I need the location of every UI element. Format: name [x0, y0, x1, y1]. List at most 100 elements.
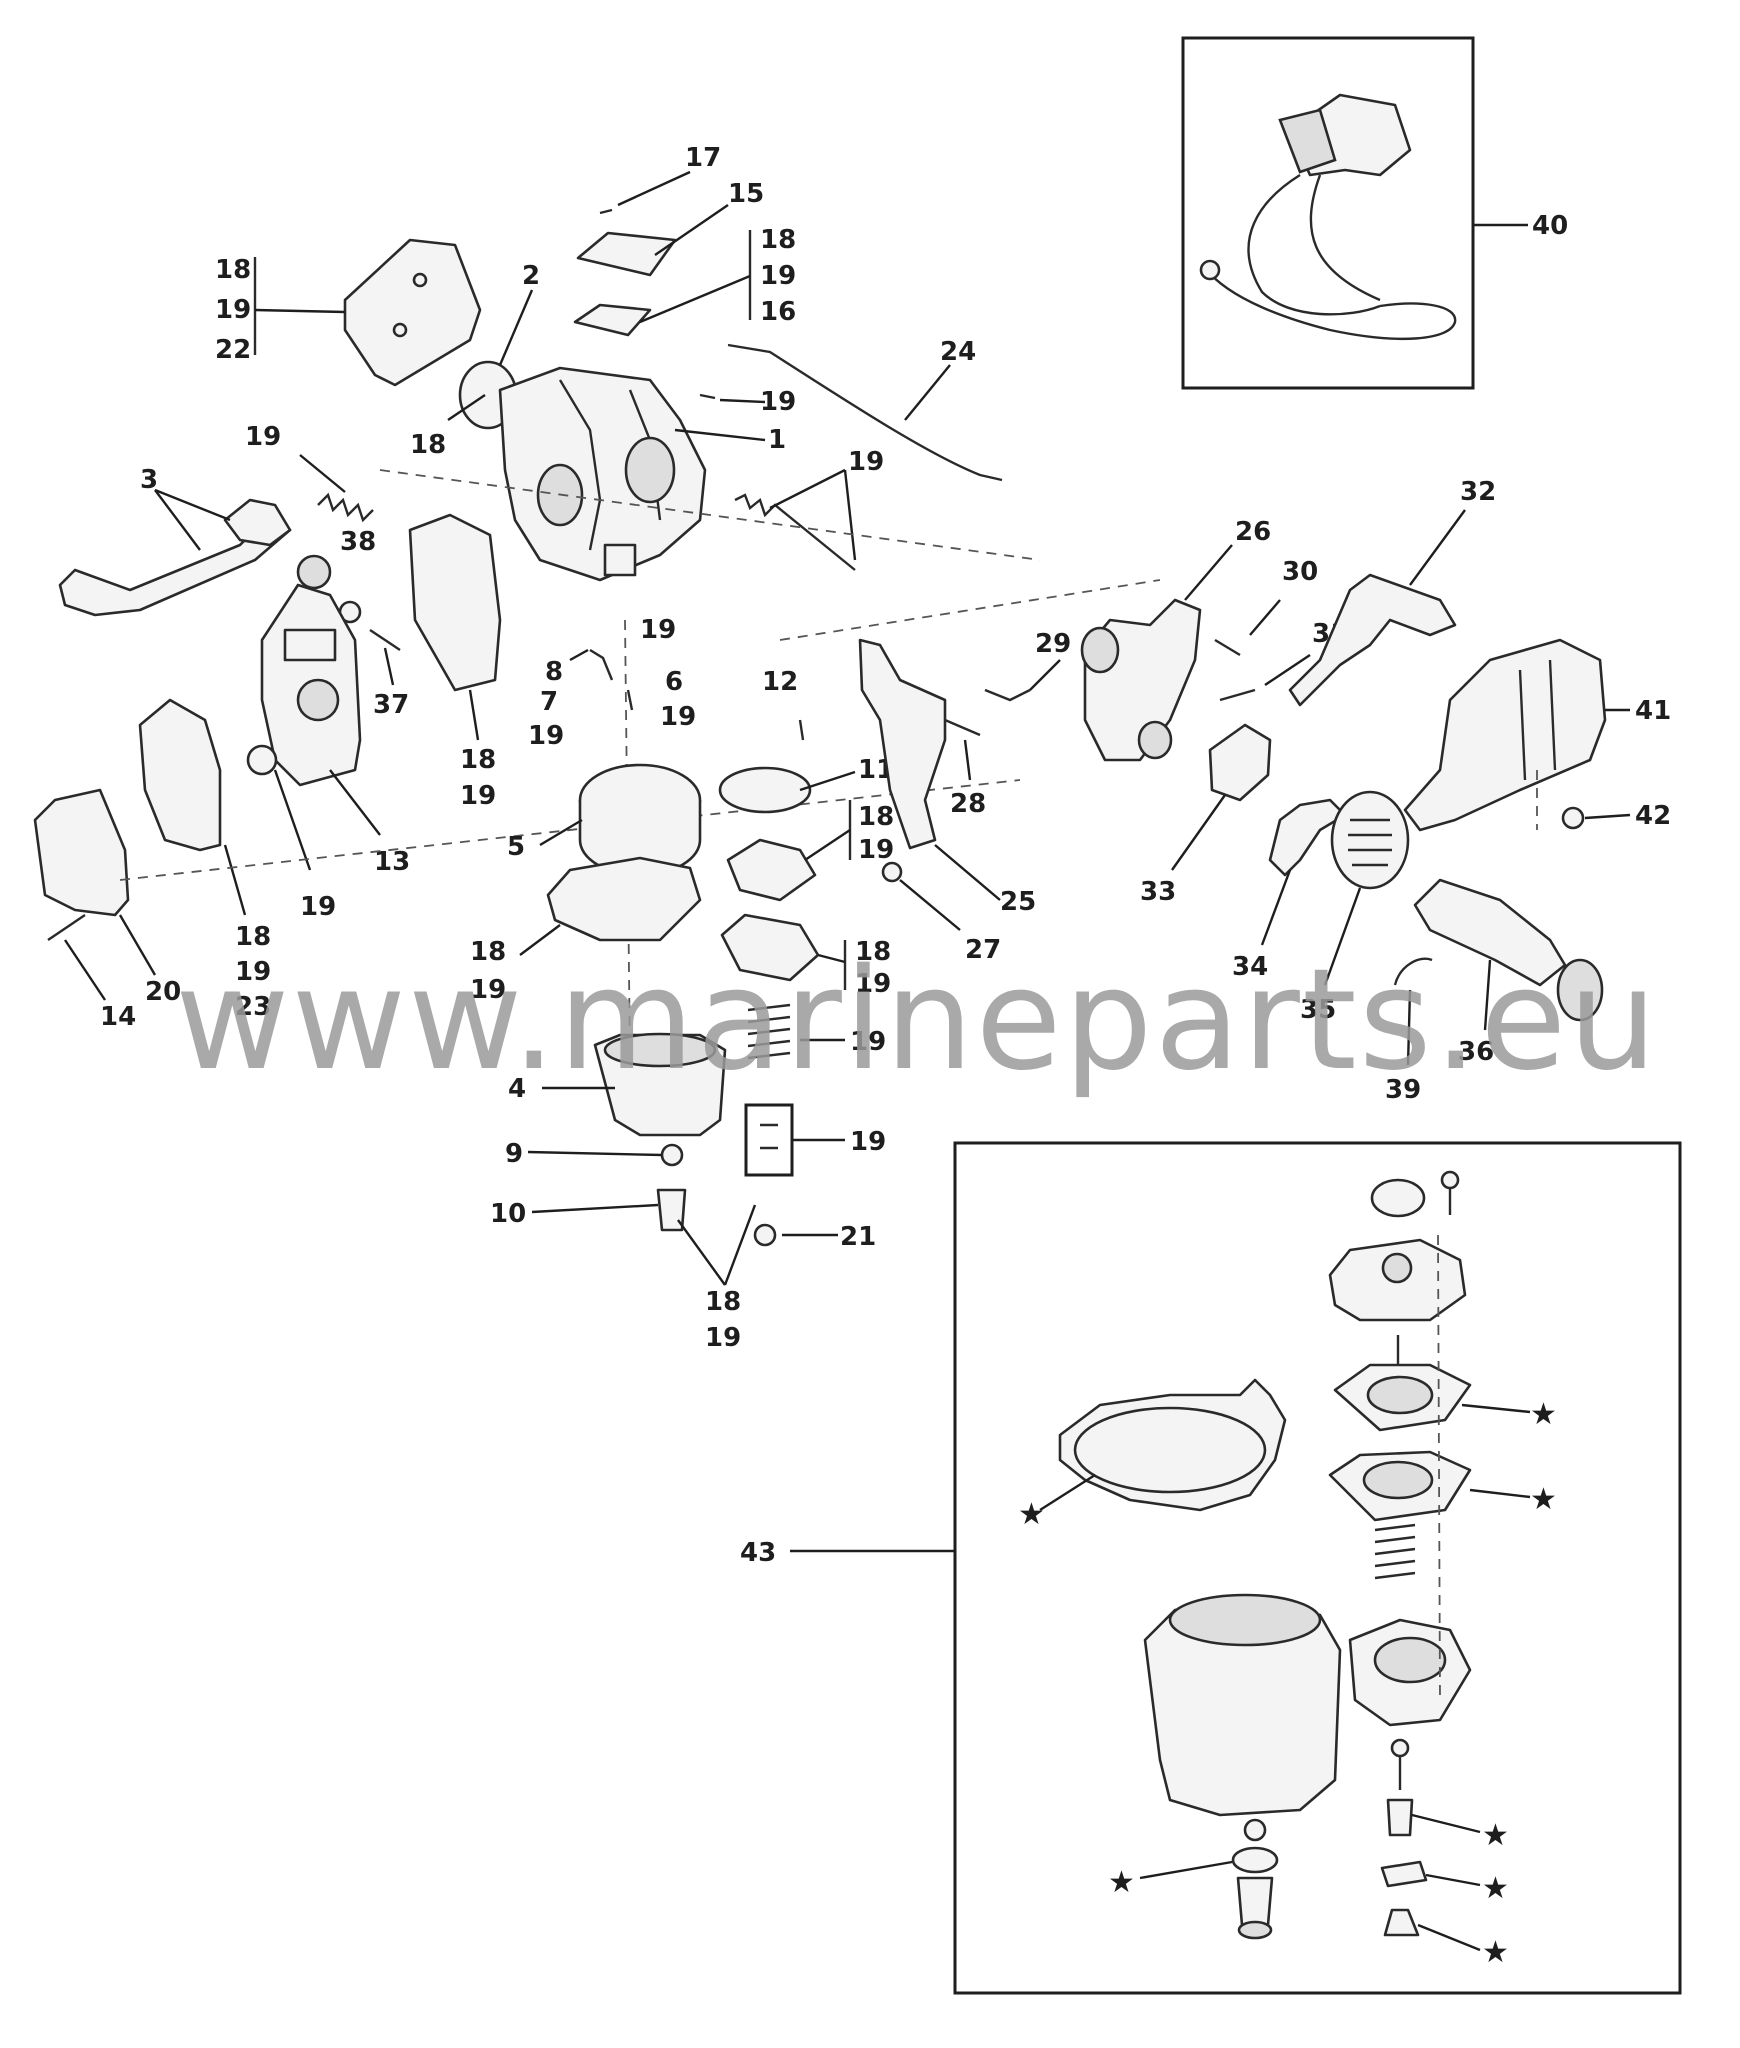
needle-8-part [589, 648, 614, 681]
fuel-pump-cover-part [33, 788, 130, 917]
callout-19-p: 19 [855, 969, 891, 999]
kit-star-c: ★ [1018, 1497, 1045, 1532]
bolt-37-part [369, 629, 401, 651]
screw-12-part [798, 719, 805, 741]
callout-19-q: 19 [850, 1027, 886, 1057]
clip-39-part [1393, 957, 1433, 986]
callout-19-r: 19 [850, 1127, 886, 1157]
callout-18-a: 18 [215, 255, 251, 285]
gasket-34-part [1268, 798, 1347, 877]
callout-19-l: 19 [660, 702, 696, 732]
idle-spring-part [317, 492, 374, 523]
choke-solenoid-bracket-part [1080, 598, 1202, 762]
inset-43-frame [953, 1141, 1682, 1995]
callout-12: 12 [762, 667, 798, 697]
callout-6: 6 [665, 667, 683, 697]
callout-3: 3 [140, 465, 158, 495]
bolt-14-part [47, 914, 86, 941]
callout-38: 38 [340, 527, 376, 557]
choke-knob-part [1413, 878, 1604, 1022]
kit-star-f: ★ [1482, 1935, 1509, 1970]
screen-35-part [1330, 790, 1410, 890]
callout-4: 4 [508, 1074, 526, 1104]
callout-33: 33 [1140, 877, 1176, 907]
callout-8-a: 8 [545, 657, 563, 687]
callout-29: 29 [1035, 629, 1071, 659]
callout-24: 24 [940, 337, 976, 367]
kit-washer-part [1370, 1178, 1426, 1218]
float-bowl-gasket-part [546, 856, 702, 942]
screw-28-part [944, 718, 981, 737]
inset-40: 40 [1181, 36, 1568, 390]
kit-spring-part [1374, 1523, 1416, 1580]
callout-16: 16 [760, 297, 796, 327]
kit-star-a: ★ [1530, 1397, 1557, 1432]
inset-40-frame [1181, 36, 1475, 390]
guide-dashed-line [379, 469, 1041, 561]
callout-28: 28 [950, 789, 986, 819]
callout-25: 25 [1000, 887, 1036, 917]
carburetor-body-part [498, 366, 707, 582]
screw-30-part [1214, 638, 1241, 657]
kit-nut-part [1243, 1818, 1267, 1842]
inset-43: 43 ★ ★ ★ [740, 1141, 1682, 1995]
kit-star-e: ★ [1482, 1871, 1509, 1906]
watermark: www.marineparts.eu [175, 939, 1659, 1102]
guide-dashed-line [119, 779, 1021, 881]
callout-18-c: 18 [760, 225, 796, 255]
kit-box-19 [744, 1103, 794, 1177]
callout-15: 15 [728, 179, 764, 209]
callout-39: 39 [1385, 1075, 1421, 1105]
plate-15-part [576, 231, 677, 277]
kit-star-d: ★ [1482, 1818, 1509, 1853]
gasket-16-part [573, 303, 652, 337]
fuel-pump-body-part [260, 554, 362, 787]
callout-19-o: 19 [858, 835, 894, 865]
kit-float-bowl-part [1143, 1593, 1472, 1817]
callout-21: 21 [840, 1222, 876, 1252]
cover-plate-part [343, 238, 482, 387]
kit-jet-body-part [1386, 1798, 1414, 1837]
kit-clip-part [1380, 1860, 1428, 1888]
callout-20: 20 [145, 977, 181, 1007]
clip-29-part [984, 688, 1031, 702]
clip-27-part [881, 861, 903, 883]
spring-31-part [1219, 688, 1256, 702]
callout-37: 37 [373, 690, 409, 720]
callout-18-g: 18 [705, 1287, 741, 1317]
callout-5: 5 [507, 832, 525, 862]
callout-42: 42 [1635, 801, 1671, 831]
enricher-spring-part [747, 1003, 791, 1060]
nut-9-part [660, 1143, 684, 1167]
callout-19-a: 19 [215, 295, 251, 325]
screw-17-part [599, 208, 613, 215]
callout-19-c: 19 [760, 261, 796, 291]
callout-22-a: 22 [215, 335, 251, 365]
float-bowl-part [593, 1032, 727, 1137]
pin-6-part [626, 689, 634, 711]
callout-34: 34 [1232, 952, 1268, 982]
callout-19-f: 19 [848, 447, 884, 477]
washer-21-part [753, 1223, 777, 1247]
callout-35: 35 [1300, 995, 1336, 1025]
callout-19-i: 19 [300, 892, 336, 922]
callout-41: 41 [1635, 696, 1671, 726]
callout-14: 14 [100, 1002, 136, 1032]
kit-plug-part [1383, 1908, 1420, 1937]
callout-19-j: 19 [528, 721, 564, 751]
callout-7: 7 [540, 687, 558, 717]
callout-18-b: 18 [410, 430, 446, 460]
callout-30: 30 [1282, 557, 1318, 587]
callout-19-m: 19 [470, 975, 506, 1005]
kit-drain-screw-part [1236, 1876, 1274, 1927]
air-silencer-part [1403, 638, 1607, 832]
callout-26: 26 [1235, 517, 1271, 547]
solenoid-harness-part [1199, 93, 1457, 341]
mixture-needle-part [734, 493, 856, 571]
callout-18-i: 18 [855, 937, 891, 967]
fitting-19-part [246, 744, 278, 776]
pump-cover-gasket-part [138, 698, 222, 852]
callout-19-n: 19 [705, 1323, 741, 1353]
callout-40: 40 [1532, 211, 1568, 241]
callout-18-e: 18 [235, 922, 271, 952]
